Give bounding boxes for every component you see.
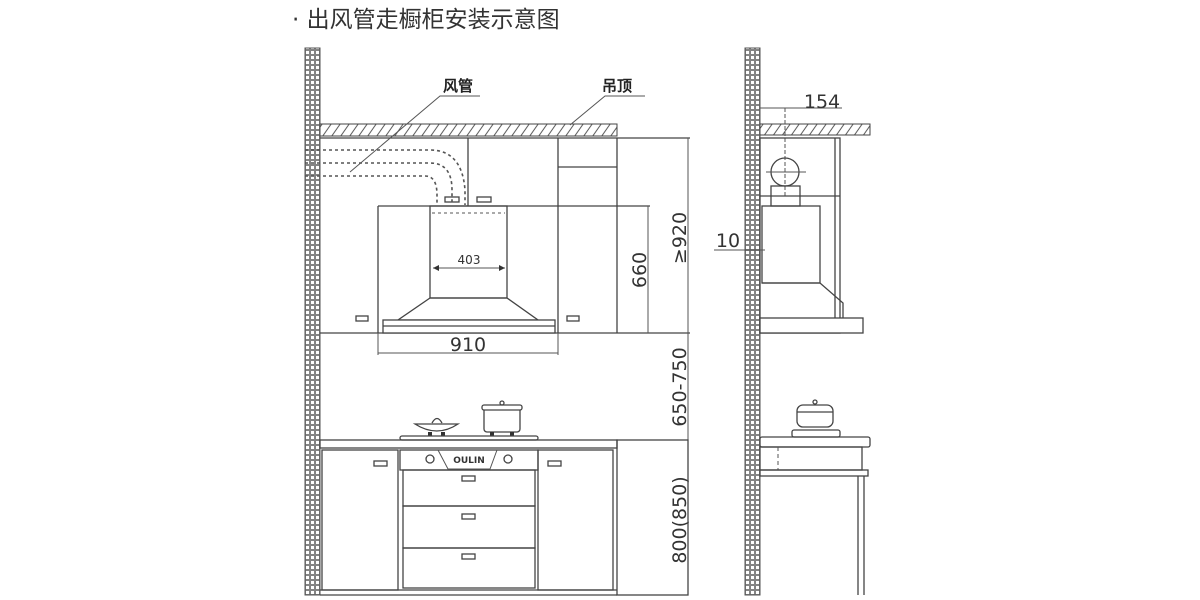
dimension-403: 403: [433, 253, 505, 271]
dim-hood-width: 910: [450, 334, 486, 356]
diagram-title: · 出风管走橱柜安装示意图: [292, 7, 560, 33]
side-view: 154 10: [714, 47, 871, 596]
upper-cabinets: [320, 137, 690, 334]
wall-right: [744, 47, 761, 596]
ceiling-label: 吊顶: [602, 77, 632, 95]
dim-upper-clearance: ≥920: [669, 212, 691, 264]
dim-install-height: 650-750: [669, 347, 691, 426]
pot: [481, 400, 523, 436]
dimension-910: 910: [377, 333, 559, 356]
dim-counter-height: 800(850): [669, 476, 691, 563]
base-cabinets: OULIN: [319, 439, 689, 596]
brand-logo: OULIN: [453, 456, 485, 466]
dim-wall-gap: 10: [716, 230, 740, 252]
range-hood: [382, 205, 556, 334]
dim-chimney-width: 403: [458, 253, 481, 267]
front-view: 风管 吊顶 403 910 660 ≥920 650-750 800(850): [304, 47, 691, 596]
side-pot: [791, 399, 841, 438]
duct: [305, 149, 466, 205]
ceiling-slab: [319, 123, 618, 137]
duct-label: 风管: [443, 77, 473, 95]
wall-left: [304, 47, 321, 596]
wok: [412, 417, 461, 436]
dim-cabinet-height: 660: [629, 252, 651, 288]
dim-duct-offset: 154: [804, 91, 840, 113]
ceiling-slab-side: [759, 123, 871, 136]
